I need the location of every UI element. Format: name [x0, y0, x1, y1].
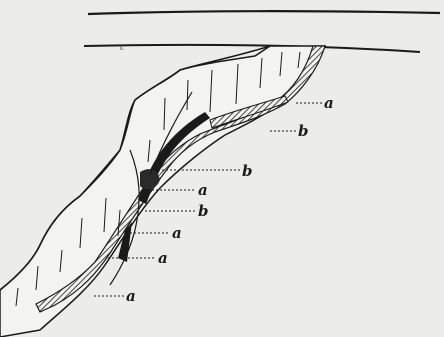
rock-left-contour	[0, 45, 271, 291]
label-b-3: b	[198, 202, 209, 220]
label-a-3: a	[172, 224, 182, 242]
label-a-4: a	[158, 249, 168, 267]
label-a-5: a	[126, 287, 136, 305]
dark-parting-lower	[118, 222, 132, 262]
label-a-2: a	[198, 181, 208, 199]
inner-boundary-1	[109, 149, 140, 286]
rock-striations	[15, 51, 301, 307]
dark-parting-upper	[138, 112, 210, 204]
vein-band-b	[209, 95, 289, 129]
dark-lens	[140, 169, 160, 190]
top-border-line	[87, 10, 441, 16]
label-b-1: b	[298, 122, 309, 140]
leader-lines	[94, 102, 322, 297]
vein-band-a	[35, 45, 326, 313]
label-b-2: b	[242, 162, 253, 180]
ground-surface-line	[83, 43, 421, 53]
surface-small-mark: c	[120, 43, 125, 52]
label-a-1: a	[324, 94, 334, 112]
